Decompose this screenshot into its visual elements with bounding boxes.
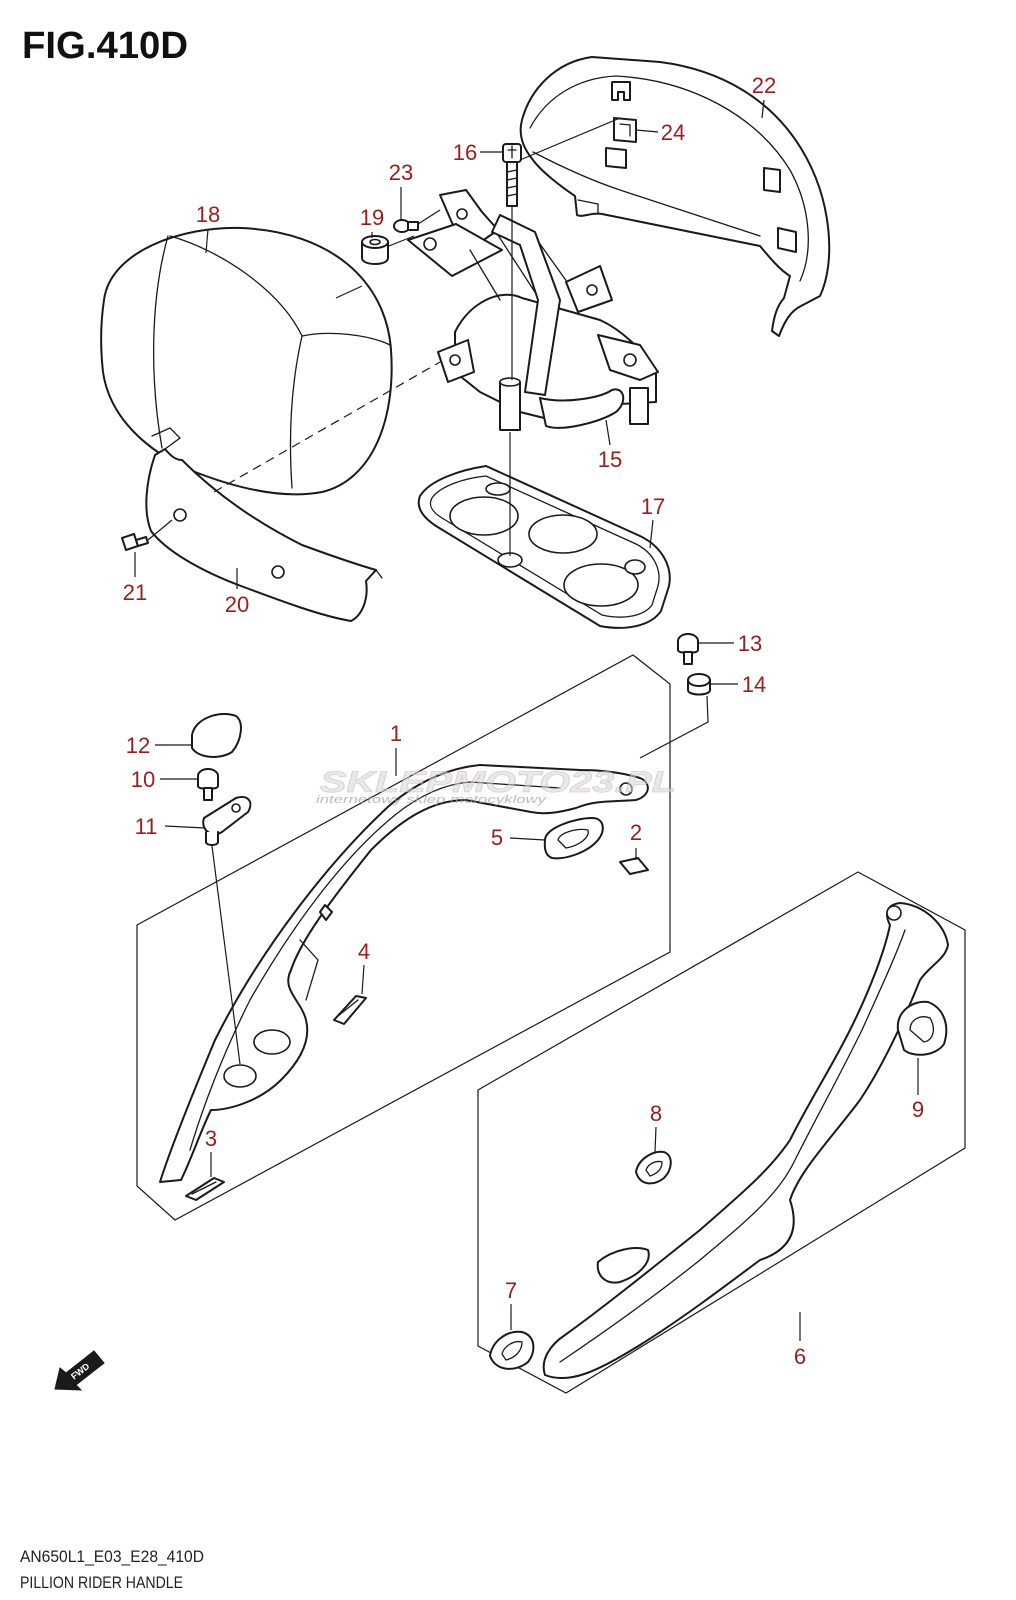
watermark-tagline: internetowy sklep motocyklowy bbox=[316, 794, 548, 806]
figure-title: FIG.410D bbox=[22, 25, 188, 67]
part-14-collar bbox=[687, 673, 711, 696]
figure-code: AN650L1_E03_E28_410D bbox=[20, 1547, 204, 1566]
part-22-slot bbox=[605, 147, 627, 169]
part-15-hole bbox=[449, 354, 461, 366]
part-15-post bbox=[629, 387, 649, 425]
part-2-pad bbox=[619, 857, 649, 875]
callout-2: 2 bbox=[630, 820, 642, 845]
part-3-cushion bbox=[185, 1177, 225, 1201]
part-15-hole bbox=[423, 237, 437, 251]
part-15-post-top bbox=[499, 377, 521, 387]
leader-lines bbox=[134, 99, 919, 1341]
leader-line-4 bbox=[361, 964, 365, 995]
part-18-backrest bbox=[100, 226, 393, 496]
leader-line-8 bbox=[654, 1126, 657, 1153]
connector-line bbox=[388, 235, 415, 247]
callout-4: 4 bbox=[358, 939, 370, 964]
callout-9: 9 bbox=[912, 1097, 924, 1122]
part-15-rail bbox=[491, 214, 561, 396]
part-12-cap bbox=[191, 713, 242, 758]
leader-line-22 bbox=[761, 99, 765, 119]
assembly-box-lower bbox=[477, 871, 966, 1394]
connector-line bbox=[335, 285, 363, 299]
part-24-clip-nut bbox=[613, 117, 637, 143]
connector-line bbox=[639, 695, 709, 759]
callout-19: 19 bbox=[360, 205, 384, 230]
part-22-slot bbox=[611, 81, 631, 101]
part-22-cover bbox=[519, 56, 831, 337]
part-7-rubber-plate bbox=[489, 1330, 535, 1370]
connector-line bbox=[519, 117, 621, 161]
leader-line-18 bbox=[205, 228, 209, 254]
watermark-brand: SKLEPMOTO23.PL bbox=[320, 766, 676, 799]
part-23-screw bbox=[393, 219, 419, 233]
callout-14: 14 bbox=[742, 672, 766, 697]
callout-24: 24 bbox=[661, 120, 685, 145]
callout-17: 17 bbox=[641, 494, 665, 519]
part-15-hole bbox=[623, 353, 637, 367]
callout-12: 12 bbox=[126, 733, 150, 758]
assembly-box-upper bbox=[136, 654, 671, 1221]
callout-15: 15 bbox=[598, 447, 622, 472]
callout-18: 18 bbox=[196, 202, 220, 227]
callout-13: 13 bbox=[738, 631, 762, 656]
part-8-rubber-plate bbox=[635, 1150, 672, 1185]
part-22-slot bbox=[777, 227, 797, 253]
connection-lines-upper bbox=[147, 117, 621, 556]
part-9-rubber-plate bbox=[896, 1000, 948, 1056]
part-21-screw bbox=[121, 533, 149, 551]
part-15-u-bar bbox=[539, 388, 625, 429]
part-4-cushion bbox=[333, 995, 367, 1025]
callout-20: 20 bbox=[225, 592, 249, 617]
callout-11: 11 bbox=[135, 814, 158, 839]
leader-line-17 bbox=[649, 519, 654, 549]
connector-line bbox=[417, 209, 441, 225]
forward-arrow-icon: FWD bbox=[54, 1350, 105, 1391]
callout-8: 8 bbox=[650, 1101, 662, 1126]
part-13-bolt bbox=[677, 633, 699, 665]
part-16-bolt bbox=[502, 143, 522, 207]
part-15-hole bbox=[586, 284, 598, 296]
part-10-bolt bbox=[197, 768, 219, 801]
figure-name: PILLION RIDER HANDLE bbox=[20, 1573, 183, 1592]
callout-5: 5 bbox=[491, 825, 503, 850]
part-15-side-plate bbox=[407, 223, 503, 277]
part-6-handle bbox=[542, 902, 949, 1380]
part-19-grommet bbox=[361, 235, 389, 265]
callout-23: 23 bbox=[389, 160, 413, 185]
leader-line-15 bbox=[605, 419, 611, 446]
leader-line-24 bbox=[635, 129, 659, 133]
callout-16: 16 bbox=[453, 140, 477, 165]
callout-1: 1 bbox=[390, 721, 402, 746]
callout-22: 22 bbox=[752, 73, 776, 98]
callout-3: 3 bbox=[205, 1126, 217, 1151]
leader-line-11 bbox=[164, 825, 206, 829]
connector-line bbox=[211, 845, 241, 1065]
part-5-rubber-plate bbox=[543, 817, 604, 860]
callouts: 1 2 3 4 5 6 7 8 9 10 11 12 13 14 15 16 1… bbox=[123, 73, 924, 1369]
callout-6: 6 bbox=[794, 1344, 806, 1369]
part-15-hole bbox=[456, 208, 468, 220]
part-1-handle bbox=[159, 764, 649, 1183]
part-15-bracket bbox=[407, 189, 659, 431]
callout-21: 21 bbox=[123, 580, 147, 605]
part-22-slot bbox=[763, 167, 781, 193]
part-20-lower-cover bbox=[145, 427, 383, 622]
callout-10: 10 bbox=[131, 767, 155, 792]
callout-7: 7 bbox=[505, 1278, 517, 1303]
part-17-rubber-pad bbox=[417, 465, 671, 629]
part-15-post bbox=[499, 381, 521, 431]
dashed-connector bbox=[213, 361, 441, 493]
part-11-collar bbox=[202, 796, 252, 846]
connector-line bbox=[147, 519, 173, 541]
leader-line-5 bbox=[509, 837, 546, 841]
